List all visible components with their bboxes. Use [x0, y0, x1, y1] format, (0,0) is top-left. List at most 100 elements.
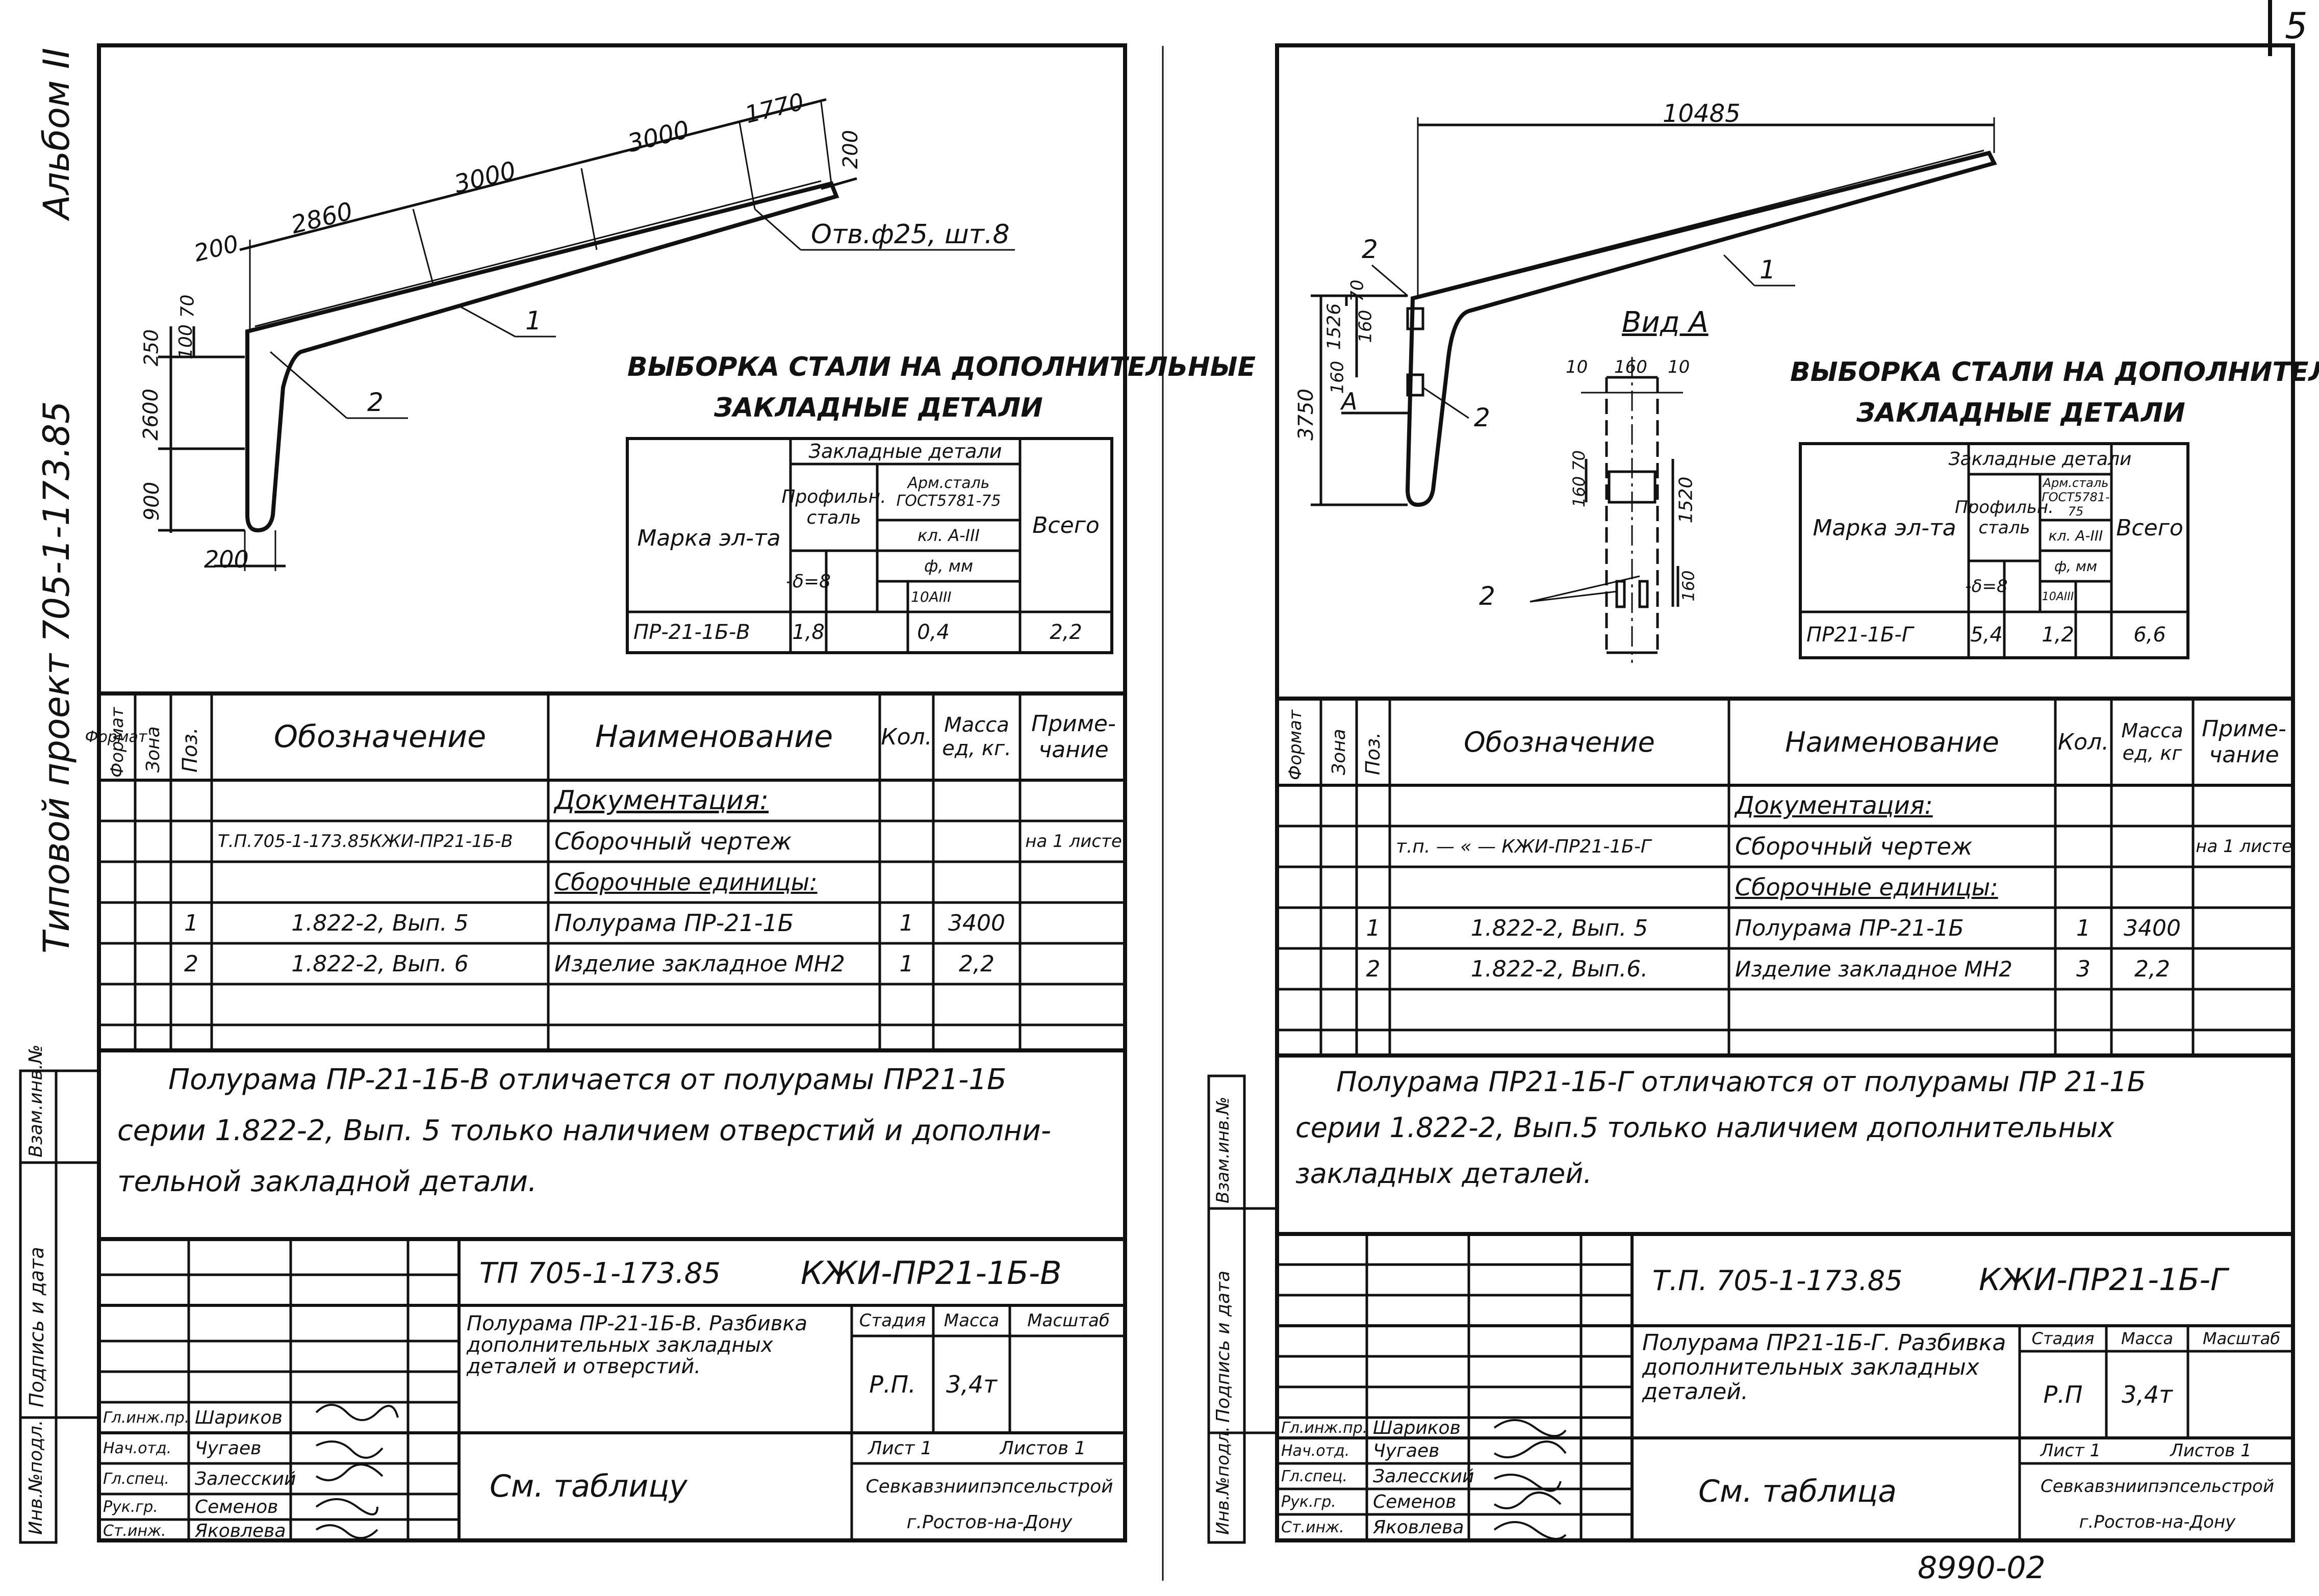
stamp-vzam-right: Взам.инв.№: [1213, 1096, 1233, 1203]
steel-col-delta: -δ=8: [785, 571, 831, 592]
steel-col-total: Всего: [1032, 512, 1100, 538]
dim-10485: 10485: [1663, 99, 1741, 128]
tb-name-3: Залесский: [195, 1468, 296, 1489]
spec-h-name: Наименование: [595, 719, 833, 755]
steel-col-arm-r: Арм.сталь ГОСТ5781-75: [2042, 476, 2110, 519]
tb-name-5-r: Яковлева: [1373, 1516, 1464, 1538]
tb-sheet: Лист 1: [868, 1437, 932, 1459]
spec-h-designation-r: Обозначение: [1464, 726, 1655, 758]
view-dim-160: 160: [1614, 357, 1647, 377]
steel-col-class: кл. А-III: [918, 526, 980, 545]
spec-section-doc-r: Документация:: [1735, 791, 1933, 820]
steel-col-phi: ф, мм: [924, 556, 973, 576]
stamp-sign-right: Подпись и дата: [1213, 1270, 1234, 1423]
spec-row3-pos-r: 2: [1366, 956, 1381, 982]
tb-name-1: Шариков: [195, 1407, 283, 1428]
spec-row3-name: Изделие закладное МН2: [554, 950, 845, 977]
tb-role-3-r: Гл.спец.: [1281, 1467, 1347, 1485]
spec-h-mass-r: Масса ед, кг: [2121, 719, 2183, 764]
stamp-inv-right: Инв.№подл.: [1213, 1426, 1233, 1535]
spec-row2-designation: 1.822-2, Вып. 5: [291, 910, 469, 936]
callout-1: 1: [525, 306, 542, 336]
tb-stage: Р.П.: [869, 1371, 916, 1398]
tb-role-5: Ст.инж.: [103, 1522, 166, 1540]
spec-row3-mass: 2,2: [959, 950, 995, 977]
tb-name-4: Семенов: [195, 1496, 278, 1517]
tb-name-2: Чугаев: [195, 1437, 262, 1459]
note-line1: Полурама ПР-21-1Б-В отличается от полура…: [168, 1063, 1007, 1096]
steel-title-line2: ЗАКЛАДНЫЕ ДЕТАЛИ: [714, 393, 1043, 423]
steel-row-mark: ПР-21-1Б-В: [633, 621, 750, 644]
spec-row2-pos-r: 1: [1366, 915, 1381, 941]
tb-role-4: Рук.гр.: [103, 1498, 158, 1516]
spec-row1-note: на 1 листе: [1025, 831, 1122, 852]
spec-row2-name: Полурама ПР-21-1Б: [554, 909, 794, 937]
tb-see-r: См. таблица: [1698, 1474, 1897, 1509]
steel-title-line1: ВЫБОРКА СТАЛИ НА ДОПОЛНИТЕЛЬНЫЕ: [627, 352, 1256, 382]
spec-h-designation: Обозначение: [273, 719, 487, 755]
sheet-left: [97, 43, 1127, 1542]
steel-row-arm-r: 1,2: [2042, 623, 2074, 647]
spec-row1-name: Сборочный чертеж: [554, 828, 792, 855]
steel-col-group: Закладные детали: [808, 440, 1002, 462]
spec-section-doc: Документация:: [554, 785, 769, 816]
steel-row-mark-r: ПР21-1Б-Г: [1806, 623, 1914, 647]
spec-row2-mass-r: 3400: [2124, 915, 2181, 941]
spec-row2-designation-r: 1.822-2, Вып. 5: [1470, 915, 1648, 941]
tb-name-2-r: Чугаев: [1373, 1440, 1440, 1461]
spec-row3-name-r: Изделие закладное МН2: [1735, 956, 2012, 982]
page-number-rule: [2268, 0, 2272, 56]
tb-code-r: Т.П. 705-1-173.85: [1652, 1265, 1903, 1297]
spec-section-units: Сборочные единицы:: [554, 868, 818, 896]
steel-row-total-r: 6,6: [2133, 623, 2166, 647]
tb-scale-header-r: Масштаб: [2202, 1329, 2281, 1348]
tb-org: Севкавзниипэпсельстрой: [865, 1476, 1113, 1497]
tb-sheets: Листов 1: [1000, 1437, 1086, 1459]
tb-org-r: Севкавзниипэпсельстрой: [2040, 1476, 2275, 1497]
tb-scale-header: Масштаб: [1027, 1310, 1110, 1331]
steel-title-line1-r: ВЫБОРКА СТАЛИ НА ДОПОЛНИТЕЛЬНЫЕ: [1790, 357, 2319, 388]
spec-h-qty: Кол.: [881, 724, 932, 750]
spec-h-note: Приме- чание: [1031, 711, 1116, 763]
steel-col-10a-r: 10АIII: [2042, 590, 2074, 603]
tb-see: См. таблицу: [490, 1469, 687, 1504]
spec-row1-designation: Т.П.705-1-173.85КЖИ-ПР21-1Б-В: [218, 831, 513, 852]
steel-row-profile-r: 5,4: [1970, 623, 2003, 647]
spec-row3-designation-r: 1.822-2, Вып.6.: [1470, 956, 1648, 982]
spec-row2-qty: 1: [899, 910, 914, 936]
steel-col-mark: Марка эл-та: [637, 525, 781, 551]
note-line3: тельной закладной детали.: [117, 1165, 537, 1198]
view-a-label: Вид А: [1622, 306, 1709, 339]
spec-h-qty-r: Кол.: [2057, 729, 2109, 755]
steel-col-profile-r: Профильн. сталь: [1955, 497, 2054, 538]
spec-row2-qty-r: 1: [2076, 915, 2091, 941]
steel-col-10a: 10АIII: [911, 588, 952, 605]
tb-role-1: Гл.инж.пр.: [103, 1408, 190, 1427]
tb-role-1-r: Гл.инж.пр.: [1281, 1419, 1368, 1437]
tb-mass-header: Масса: [944, 1310, 1000, 1331]
tb-title: Полурама ПР-21-1Б-В. Разбивка дополнител…: [467, 1312, 808, 1378]
spec-row2-pos: 1: [184, 910, 198, 936]
spec-row3-pos: 2: [184, 950, 198, 977]
tb-mass-header-r: Масса: [2121, 1329, 2173, 1348]
tb-stage-header-r: Стадия: [2031, 1329, 2095, 1348]
note-line1-r: Полурама ПР21-1Б-Г отличаются от полурам…: [1336, 1066, 2146, 1098]
steel-col-group-r: Закладные детали: [1948, 448, 2132, 470]
steel-row-arm: 0,4: [917, 621, 950, 644]
callout-2-r-top: 2: [1362, 235, 1378, 264]
steel-col-phi-r: ф, мм: [2054, 557, 2097, 575]
steel-col-delta-r: -δ=8: [1965, 576, 2008, 597]
dim-200-bottom: 200: [204, 546, 249, 573]
tb-sheets-r: Листов 1: [2170, 1440, 2252, 1461]
sheet-right: [1275, 43, 2295, 1542]
tb-role-3: Гл.спец.: [103, 1470, 169, 1488]
view-dim-10-b: 10: [1668, 357, 1690, 377]
arrow-a-label: А: [1341, 388, 1358, 415]
spec-row3-qty-r: 3: [2076, 956, 2091, 982]
steel-col-mark-r: Марка эл-та: [1813, 514, 1956, 541]
